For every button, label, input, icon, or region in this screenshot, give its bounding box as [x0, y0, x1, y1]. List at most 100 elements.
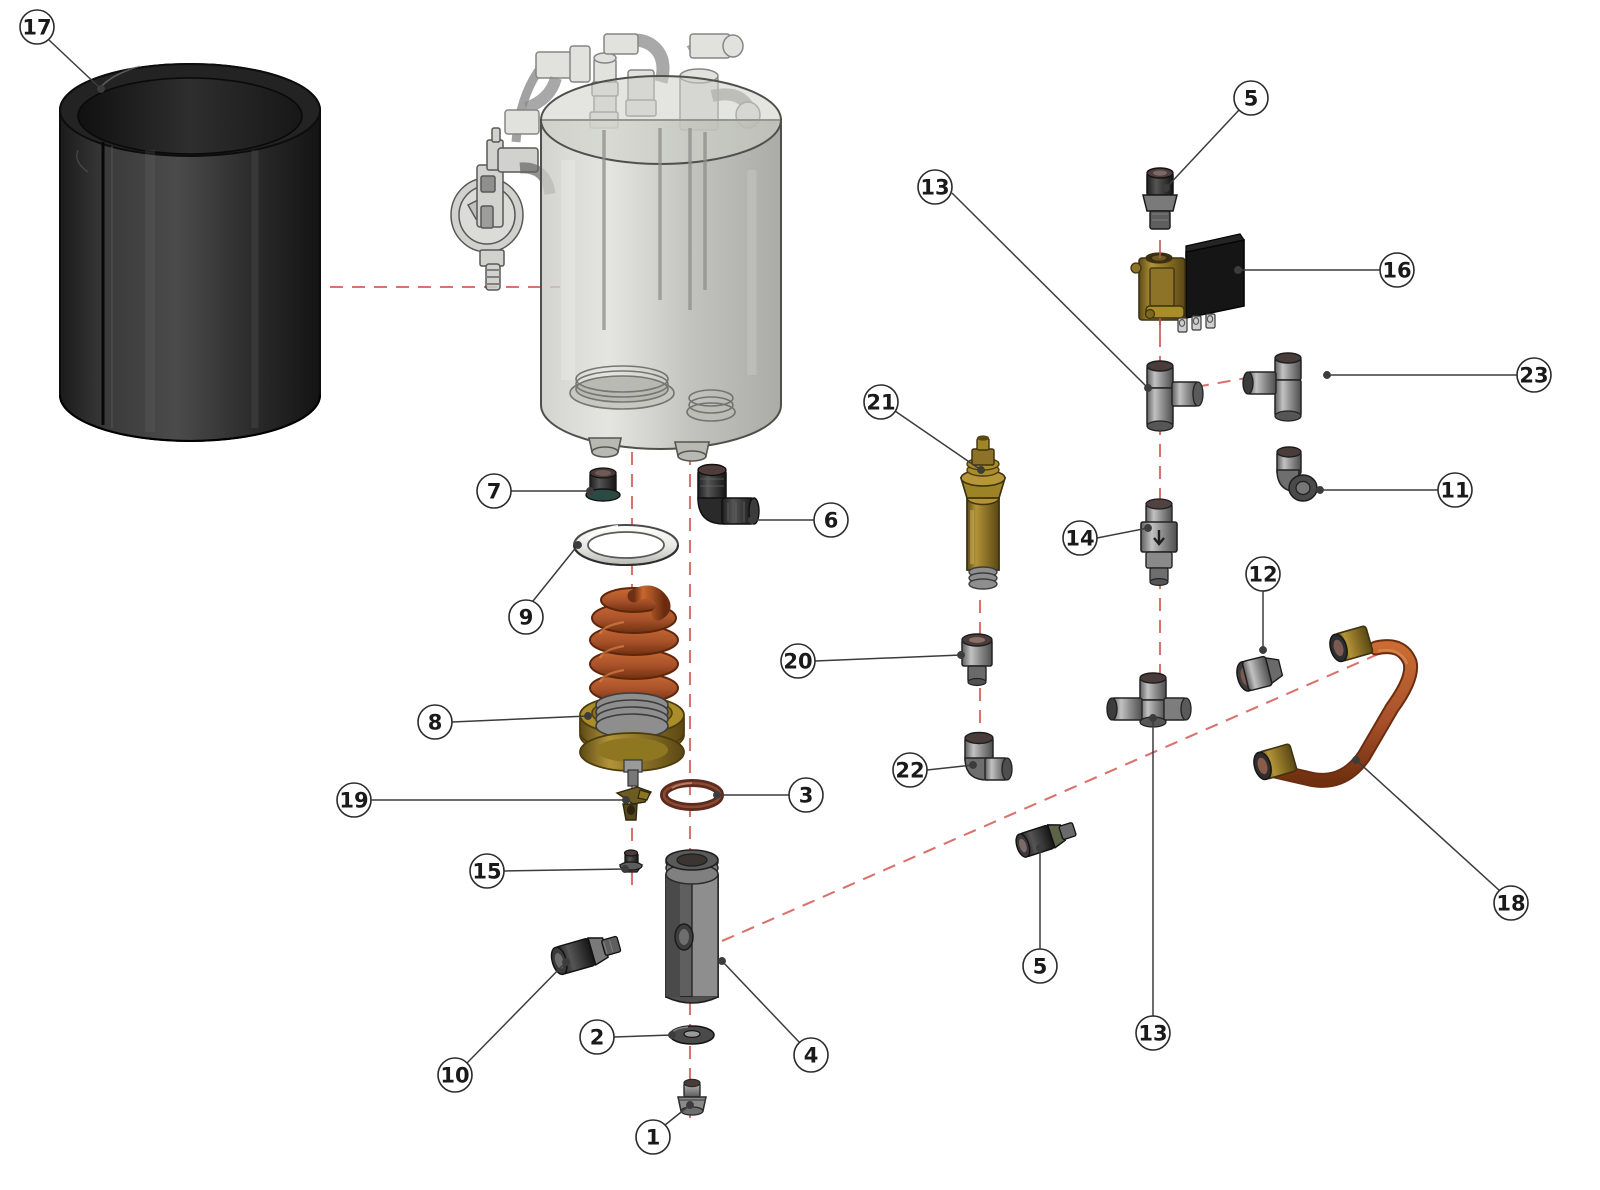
leader-arrow-21	[977, 466, 985, 474]
leader-line-8	[451, 715, 589, 723]
callout-5[interactable]: 5	[1233, 80, 1269, 116]
callout-16[interactable]: 16	[1379, 252, 1415, 288]
callout-number: 10	[440, 1064, 469, 1088]
callout-circle	[1062, 520, 1098, 556]
part-14-check-valve	[1140, 498, 1178, 586]
callout-number: 12	[1248, 563, 1277, 587]
callout-number: 8	[428, 711, 443, 735]
callout-11[interactable]: 11	[1437, 472, 1473, 508]
callout-circle	[579, 1019, 615, 1055]
callout-number: 11	[1440, 479, 1469, 503]
callout-circle	[19, 9, 55, 45]
callout-number: 14	[1065, 527, 1094, 551]
leader-arrow-14	[1144, 524, 1152, 532]
callout-19[interactable]: 19	[336, 782, 372, 818]
callout-6[interactable]: 6	[813, 502, 849, 538]
callout-7[interactable]: 7	[476, 473, 512, 509]
callout-number: 22	[895, 759, 924, 783]
callout-circle	[1493, 885, 1529, 921]
leader-line-1	[664, 1104, 691, 1126]
callout-number: 17	[22, 16, 51, 40]
centerlines	[330, 285, 1393, 1118]
callout-9[interactable]: 9	[508, 599, 544, 635]
callout-number: 9	[519, 606, 534, 630]
callout-5[interactable]: 5	[1022, 948, 1058, 984]
callout-number: 23	[1519, 364, 1548, 388]
callout-22[interactable]: 22	[892, 752, 928, 788]
callout-number: 5	[1033, 955, 1048, 979]
callout-23[interactable]: 23	[1516, 357, 1552, 393]
callout-15[interactable]: 15	[469, 853, 505, 889]
part-18-copper-water-line	[1253, 625, 1419, 788]
leader-line-4	[721, 960, 801, 1044]
callout-1[interactable]: 1	[635, 1119, 671, 1155]
callout-3[interactable]: 3	[788, 777, 824, 813]
callout-8[interactable]: 8	[417, 704, 453, 740]
callout-4[interactable]: 4	[793, 1037, 829, 1073]
callout-circle	[788, 777, 824, 813]
leader-arrow-4	[718, 957, 726, 965]
leader-arrow-20	[957, 651, 965, 659]
callout-circle	[863, 384, 899, 420]
part-9-gasket-ring	[573, 524, 679, 566]
part-6-black-elbow	[697, 463, 760, 525]
callout-number: 18	[1496, 892, 1525, 916]
part-21-brass-expansion-valve	[959, 435, 1007, 590]
callout-number: 5	[1244, 87, 1259, 111]
leader-arrow-17	[97, 85, 105, 93]
callout-circle	[1516, 357, 1552, 393]
part-20-straight-adapter	[961, 633, 993, 687]
callout-17[interactable]: 17	[19, 9, 55, 45]
leader-arrow-5	[1162, 184, 1170, 192]
leader-arrow-8	[584, 712, 592, 720]
callout-circle	[476, 473, 512, 509]
part-2-sealing-washer	[669, 1025, 715, 1045]
leader-arrow-9	[574, 541, 582, 549]
leader-lines	[48, 39, 1517, 1126]
callout-14[interactable]: 14	[1062, 520, 1098, 556]
part-5-compression-fitting-lower	[1015, 822, 1077, 858]
part-4-manifold-body	[665, 849, 719, 1004]
callout-18[interactable]: 18	[1493, 885, 1529, 921]
callout-number: 4	[804, 1044, 819, 1068]
callout-number: 6	[824, 509, 839, 533]
part-17-insulation-sleeve	[59, 63, 321, 442]
leader-arrow-23	[1323, 371, 1331, 379]
part-16-solenoid-valve	[1130, 233, 1246, 334]
callout-number: 7	[487, 480, 502, 504]
leader-line-10	[466, 961, 567, 1064]
callout-circle	[1437, 472, 1473, 508]
leader-arrow-11	[1316, 486, 1324, 494]
callout-number: 16	[1382, 259, 1411, 283]
callout-number: 13	[1138, 1022, 1167, 1046]
callout-number: 20	[783, 650, 812, 674]
callout-13[interactable]: 13	[917, 169, 953, 205]
callout-13[interactable]: 13	[1135, 1015, 1171, 1051]
callout-number: 1	[646, 1126, 661, 1150]
callout-circle	[1379, 252, 1415, 288]
callout-circle	[1245, 556, 1281, 592]
leader-arrow-10	[562, 958, 570, 966]
callout-circle	[336, 782, 372, 818]
leader-arrow-6	[748, 516, 756, 524]
callout-number: 21	[866, 391, 895, 415]
callout-circle	[437, 1057, 473, 1093]
leader-arrow-13	[1149, 714, 1157, 722]
callout-2[interactable]: 2	[579, 1019, 615, 1055]
part-13-tee-fitting-upper	[1146, 360, 1204, 432]
part-11-elbow-fitting	[1276, 446, 1318, 502]
part-8-heating-element	[579, 585, 685, 787]
leader-line-5	[1165, 109, 1240, 189]
callout-number: 2	[590, 1026, 605, 1050]
callout-12[interactable]: 12	[1245, 556, 1281, 592]
leader-arrow-18	[1352, 756, 1360, 764]
callout-20[interactable]: 20	[780, 643, 816, 679]
callout-10[interactable]: 10	[437, 1057, 473, 1093]
part-13-tee-fitting-lower	[1106, 672, 1192, 728]
part-19-mounting-bracket	[615, 786, 653, 821]
leader-line-21	[894, 410, 982, 471]
leader-line-22	[926, 764, 974, 771]
pressurestat-assembly	[450, 127, 556, 291]
callout-21[interactable]: 21	[863, 384, 899, 420]
